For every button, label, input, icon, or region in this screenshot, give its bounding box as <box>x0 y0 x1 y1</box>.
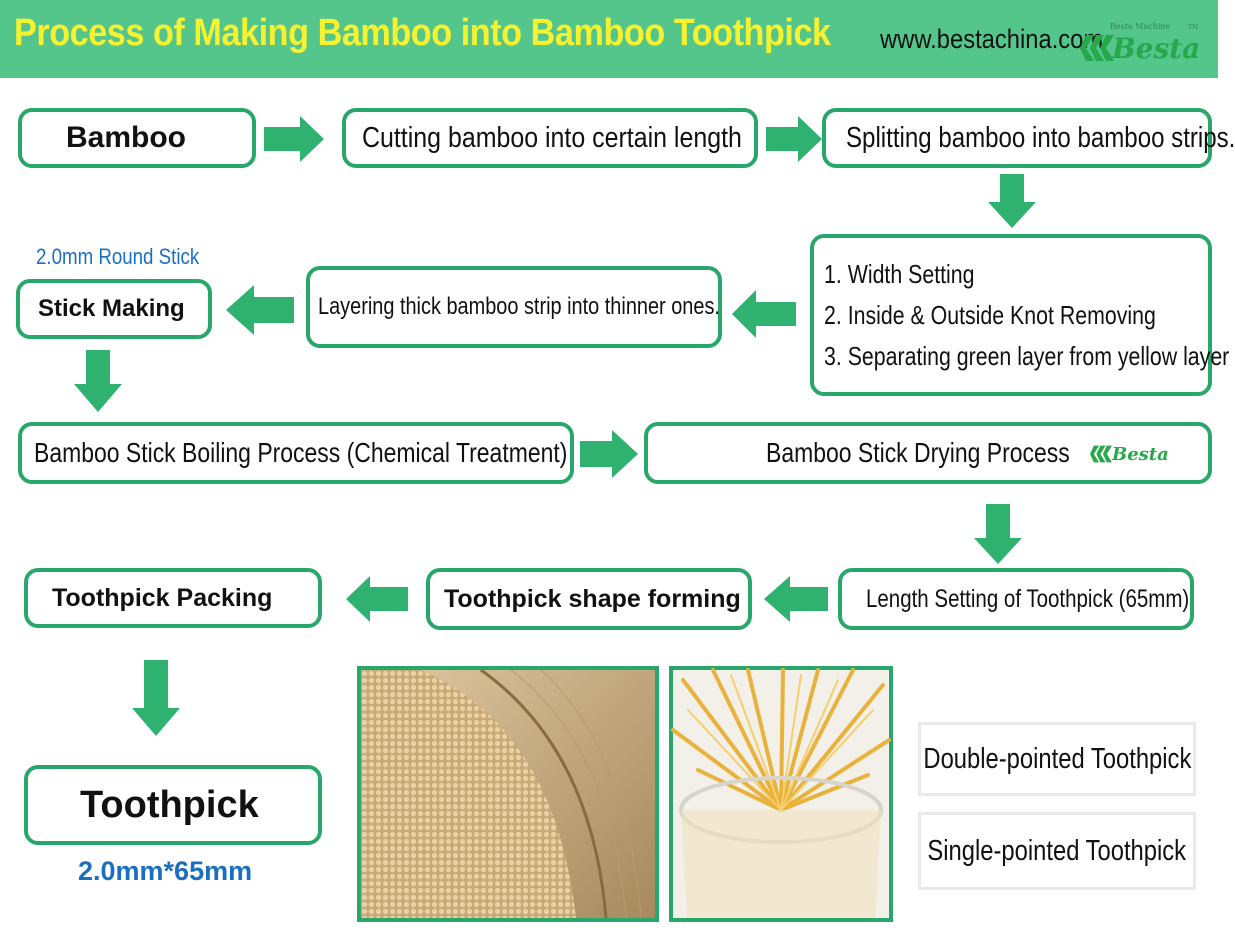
step-splitting-label: Splitting bamboo into bamboo strips. <box>846 121 1235 154</box>
width-step-2: 2. Inside & Outside Knot Removing <box>824 299 1156 330</box>
step-cutting-label: Cutting bamboo into certain length <box>362 121 742 154</box>
arrow-left-1 <box>732 290 796 338</box>
step-shape-forming: Toothpick shape forming <box>426 568 752 630</box>
step-layering-label: Layering thick bamboo strip into thinner… <box>318 293 720 320</box>
single-pointed-label: Single-pointed Toothpick <box>927 834 1187 867</box>
logo-trademark: TM <box>1188 24 1199 31</box>
arrow-right-2 <box>766 116 822 162</box>
step-length-setting-label: Length Setting of Toothpick (65mm) <box>866 584 1190 613</box>
width-step-3: 3. Separating green layer from yellow la… <box>824 340 1230 371</box>
logo-stripes-icon <box>1080 35 1114 61</box>
step-packing-label: Toothpick Packing <box>52 583 273 612</box>
logo-word: Besta <box>1112 31 1201 65</box>
step-cutting: Cutting bamboo into certain length <box>342 108 758 168</box>
step-stick-making: Stick Making <box>16 279 212 339</box>
step-stick-making-label: Stick Making <box>38 295 185 322</box>
double-pointed-label: Double-pointed Toothpick <box>923 742 1191 775</box>
single-pointed-label-box: Single-pointed Toothpick <box>918 812 1196 890</box>
step-drying: Bamboo Stick Drying Process <box>644 422 1212 484</box>
page-title: Process of Making Bamboo into Bamboo Too… <box>14 12 831 54</box>
besta-logo-small: Besta <box>1090 440 1170 468</box>
step-bamboo: Bamboo <box>18 108 256 168</box>
arrow-left-2 <box>226 285 294 335</box>
arrow-down-2 <box>74 350 122 412</box>
step-boiling: Bamboo Stick Boiling Process (Chemical T… <box>18 422 574 484</box>
toothpick-jar-photo <box>669 666 893 922</box>
logo-word-small: Besta <box>1112 443 1169 465</box>
step-shape-forming-label: Toothpick shape forming <box>444 584 741 613</box>
besta-logo: Besta Machine Besta TM <box>1080 22 1201 70</box>
step-bamboo-label: Bamboo <box>66 121 186 154</box>
website-url[interactable]: www.bestachina.com <box>880 24 1104 54</box>
toothpick-bundle-photo <box>357 666 659 922</box>
step-length-setting: Length Setting of Toothpick (65mm) <box>838 568 1194 630</box>
step-splitting: Splitting bamboo into bamboo strips. <box>822 108 1235 168</box>
step-width-setting: 1. Width Setting 2. Inside & Outside Kno… <box>810 234 1229 396</box>
toothpick-jar-image <box>671 668 891 918</box>
step-toothpick-label: Toothpick <box>80 783 259 826</box>
step-packing: Toothpick Packing <box>24 568 322 628</box>
arrow-right-3 <box>580 430 638 478</box>
arrow-right-1 <box>264 116 324 162</box>
header-bar <box>0 0 1218 78</box>
double-pointed-label-box: Double-pointed Toothpick <box>918 722 1196 796</box>
arrow-down-4 <box>132 660 180 736</box>
width-step-1: 1. Width Setting <box>824 258 975 289</box>
step-layering: Layering thick bamboo strip into thinner… <box>306 266 722 348</box>
toothpick-size: 2.0mm*65mm <box>78 856 253 886</box>
stick-making-note: 2.0mm Round Stick <box>36 244 200 269</box>
toothpick-bundle-image <box>361 668 655 919</box>
step-toothpick: Toothpick <box>24 765 322 845</box>
arrow-down-1 <box>988 174 1036 228</box>
step-drying-label: Bamboo Stick Drying Process <box>766 437 1070 468</box>
logo-stripes-icon <box>1090 445 1112 463</box>
step-boiling-label: Bamboo Stick Boiling Process (Chemical T… <box>34 437 568 468</box>
logo-tagline: Besta Machine <box>1110 22 1171 31</box>
arrow-down-3 <box>974 504 1022 564</box>
arrow-left-3 <box>764 576 828 622</box>
arrow-left-4 <box>346 576 408 622</box>
